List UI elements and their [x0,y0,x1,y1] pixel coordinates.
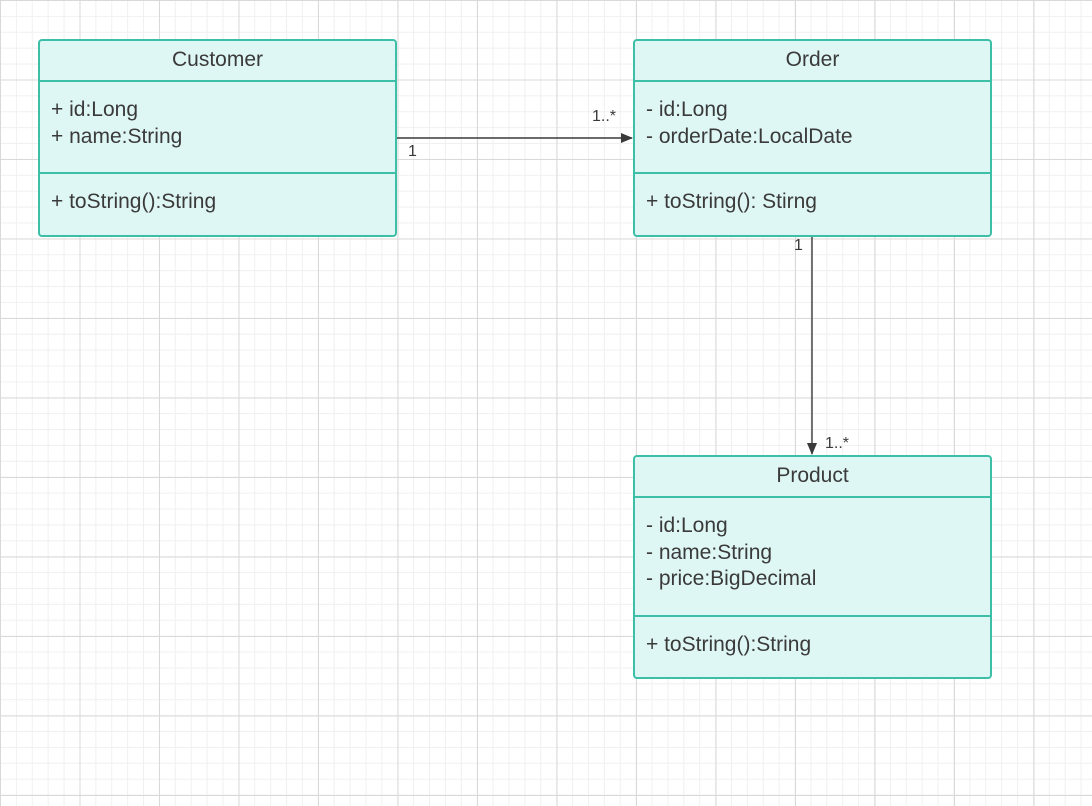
attributes-compartment: - id:Long - orderDate:LocalDate [635,82,990,174]
operations-compartment: + toString(): Stirng [635,174,990,216]
attribute: - id:Long [646,514,728,537]
operation: + toString(): Stirng [646,190,817,213]
operations-compartment: + toString():String [635,617,990,659]
attributes-compartment: - id:Long - name:String - price:BigDecim… [635,498,990,617]
operations-compartment: + toString():String [40,174,395,216]
class-name: Order [635,41,990,82]
class-customer[interactable]: Customer + id:Long + name:String + toStr… [38,39,397,237]
multiplicity-order-end: 1..* [592,108,617,125]
operation: + toString():String [51,190,217,213]
class-name: Customer [40,41,395,82]
class-name: Product [635,457,990,498]
attribute: - orderDate:LocalDate [646,124,853,148]
attribute: - id:Long [646,98,728,121]
attribute: + id:Long [51,98,138,121]
attribute: - price:BigDecimal [646,567,817,590]
attribute: - name:String [646,540,773,564]
attribute: + name:String [51,124,183,148]
class-product[interactable]: Product - id:Long - name:String - price:… [633,455,992,679]
operation: + toString():String [646,633,812,656]
multiplicity-customer-end: 1 [408,143,417,160]
multiplicity-order-end: 1 [794,237,803,254]
multiplicity-product-end: 1..* [825,435,850,452]
class-order[interactable]: Order - id:Long - orderDate:LocalDate + … [633,39,992,237]
attributes-compartment: + id:Long + name:String [40,82,395,174]
